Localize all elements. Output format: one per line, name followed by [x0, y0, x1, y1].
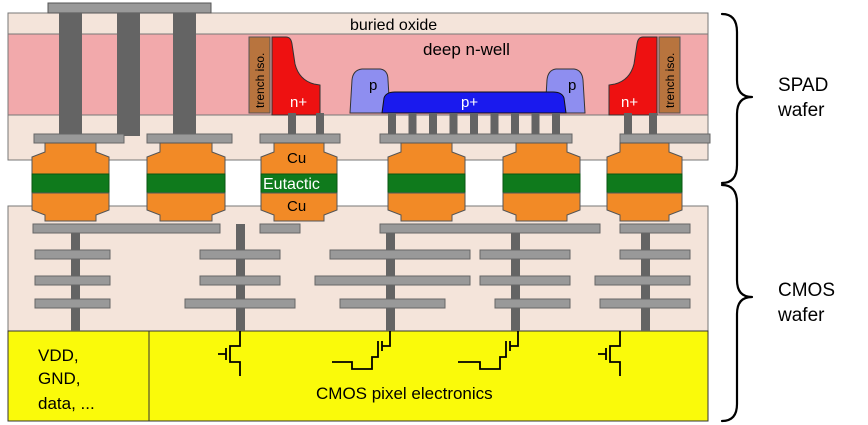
deep-n-well-label: deep n-well — [423, 40, 510, 59]
supply-label-line-2: GND, — [38, 369, 81, 388]
transistor-symbol — [598, 331, 621, 376]
metal-line — [619, 249, 691, 260]
supply-label-line-3: data, ... — [38, 394, 95, 413]
through-via — [59, 13, 82, 136]
cu-label-top: Cu — [287, 150, 306, 167]
eutectic-bond-layer — [387, 173, 466, 194]
eutectic-bond-layer — [606, 173, 683, 194]
trench-isolation-left — [248, 36, 271, 114]
metal-line — [599, 298, 691, 309]
copper-bond-pad-bottom — [387, 192, 466, 222]
metal-line — [594, 275, 691, 286]
metal-line — [329, 249, 471, 260]
contact-via — [388, 113, 396, 135]
transistor-symbol — [332, 331, 391, 370]
bond-gap — [109, 161, 147, 205]
metal-line — [379, 133, 573, 144]
eutectic-bond-layer — [31, 173, 110, 194]
cmos-wafer-label-line-2: wafer — [777, 305, 825, 326]
spad-wafer-label-line-1: SPAD — [778, 75, 828, 96]
copper-bond-pad-bottom — [260, 192, 338, 222]
copper-bond-pad-bottom — [502, 192, 581, 222]
through-via — [173, 13, 196, 136]
metal-line — [199, 249, 281, 260]
supply-pad-region — [7, 330, 150, 422]
trench-iso-label-right: trench iso. — [663, 53, 677, 108]
eutectic-bond-layer — [146, 173, 226, 194]
cu-label-bottom: Cu — [287, 198, 306, 215]
metal-line — [339, 298, 446, 309]
cmos-wafer-brace — [720, 183, 754, 423]
metal-line — [259, 133, 341, 144]
metal-line — [259, 223, 301, 234]
contact-via — [316, 113, 324, 135]
p-plus-label: p+ — [461, 94, 478, 111]
transistor-symbol — [218, 331, 241, 376]
spad-wafer-brace — [720, 12, 754, 185]
n-plus-label-right: n+ — [621, 94, 638, 111]
p-plus-anode-region — [381, 91, 567, 114]
metal-line — [32, 223, 221, 234]
p-label-left: p — [369, 77, 377, 94]
metal-line — [479, 275, 571, 286]
cmos-pixel-electronics-region — [148, 330, 709, 422]
contact-via — [552, 113, 560, 135]
contact-via — [429, 113, 437, 135]
trench-iso-label-left: trench iso. — [253, 53, 267, 108]
p-guard-ring-left — [349, 68, 391, 114]
metal-line — [479, 249, 571, 260]
contact-via — [531, 113, 540, 135]
contact-via — [449, 113, 458, 135]
contact-via — [470, 113, 478, 135]
metal-line — [494, 298, 571, 309]
transistor-symbol — [458, 331, 519, 370]
copper-bond-pad-bottom — [31, 192, 110, 222]
bond-gap — [337, 161, 388, 205]
metal-line — [34, 298, 111, 309]
n-plus-region-left — [271, 36, 321, 116]
metal-line — [619, 133, 711, 144]
through-via — [117, 13, 140, 136]
n-plus-region-right — [608, 36, 658, 116]
bond-gap — [465, 161, 503, 205]
metal-line — [34, 249, 111, 260]
contact-via — [511, 113, 519, 135]
buried-oxide-label: buried oxide — [350, 17, 437, 34]
spad-wafer-label-line-2: wafer — [777, 100, 825, 121]
eutectic-bond-layer — [502, 173, 581, 194]
contact-via — [649, 113, 657, 135]
supply-label-line-1: VDD, — [38, 346, 79, 365]
metal-line — [33, 133, 125, 144]
metal-line — [146, 133, 233, 144]
p-label-right: p — [568, 77, 576, 94]
contact-via — [624, 113, 632, 135]
trench-isolation-right — [658, 36, 681, 114]
metal-line — [619, 223, 691, 234]
top-pad — [47, 2, 212, 14]
contact-via — [288, 113, 296, 135]
metal-line — [314, 275, 471, 286]
bond-gap — [225, 161, 261, 205]
metal-line — [379, 223, 601, 234]
copper-bond-pad-bottom — [146, 192, 226, 222]
contact-via — [408, 113, 417, 135]
copper-bond-pad-bottom — [606, 192, 683, 222]
bond-gap — [580, 161, 607, 205]
cmos-pixel-electronics-label: CMOS pixel electronics — [316, 384, 493, 403]
cmos-wafer-label-line-1: CMOS — [778, 280, 835, 301]
metal-line — [199, 275, 281, 286]
metal-line — [184, 298, 296, 309]
eutactic-label: Eutactic — [263, 176, 320, 193]
contact-via — [490, 113, 499, 135]
metal-line — [34, 275, 111, 286]
n-plus-label-left: n+ — [290, 94, 307, 111]
